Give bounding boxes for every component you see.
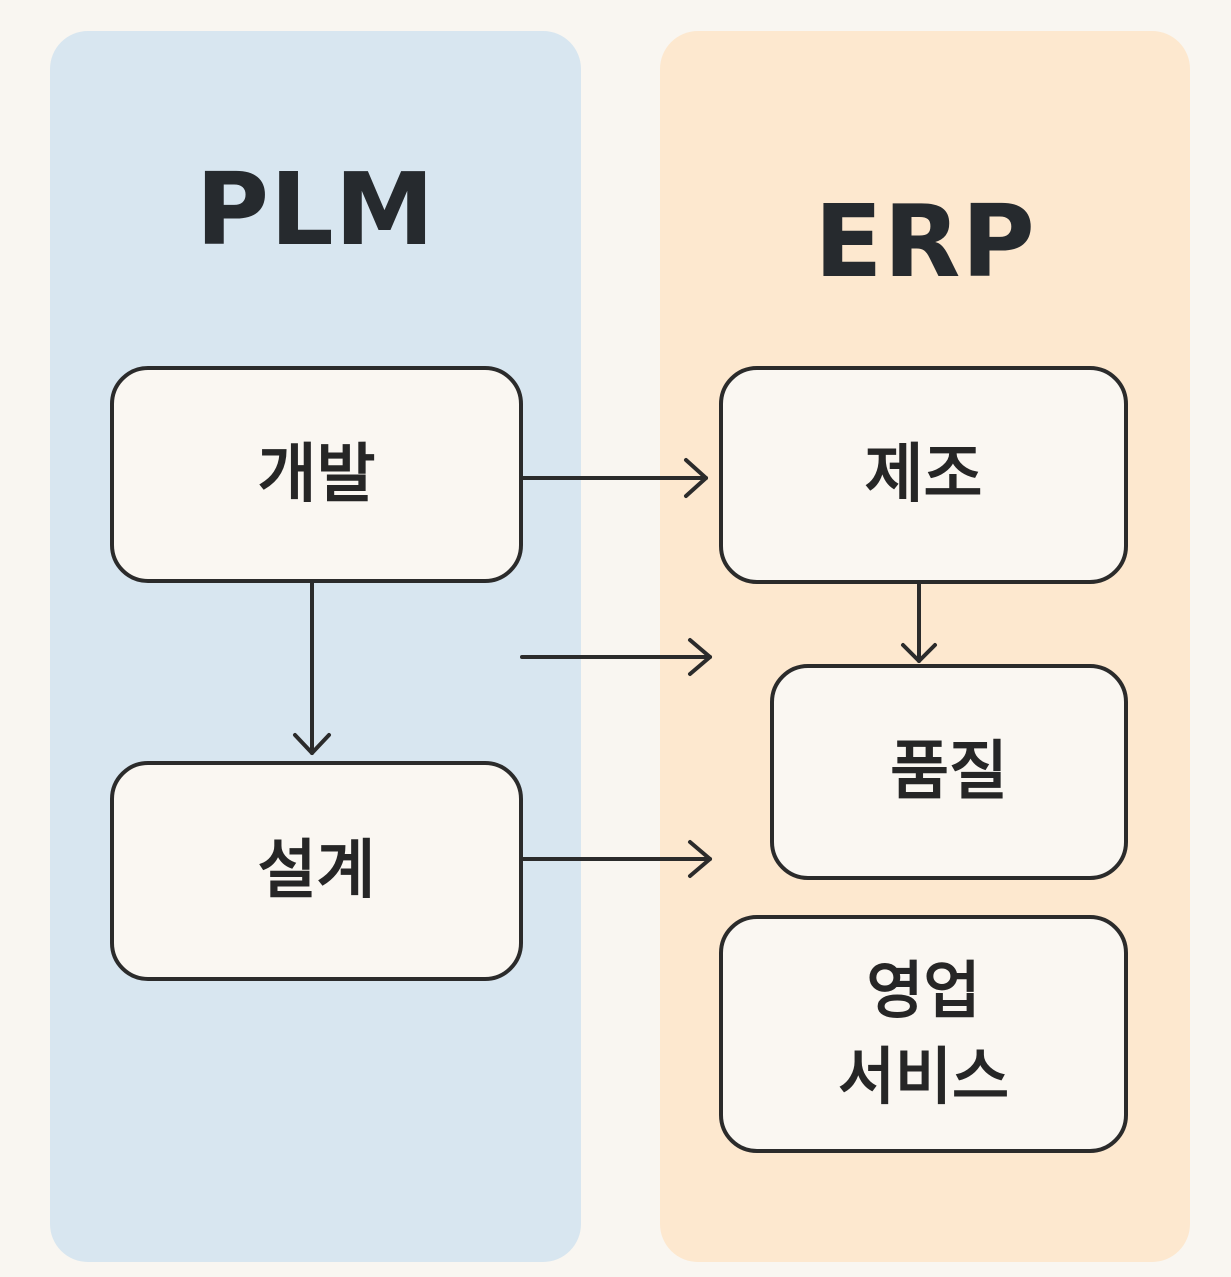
quality-box[interactable]: 품질 <box>770 664 1128 880</box>
development-label: 개발 <box>257 437 376 512</box>
design-label: 설계 <box>257 834 376 908</box>
manufacturing-box[interactable]: 제조 <box>719 366 1128 584</box>
design-box[interactable]: 설계 <box>110 761 523 981</box>
quality-label: 품질 <box>890 735 1008 809</box>
erp-title: ERP <box>814 183 1036 300</box>
sales-service-label: 영업 서비스 <box>837 954 1010 1113</box>
manufacturing-label: 제조 <box>864 438 983 512</box>
plm-panel <box>50 31 581 1262</box>
plm-title: PLM <box>195 151 436 268</box>
development-box[interactable]: 개발 <box>110 366 523 583</box>
sales-service-box[interactable]: 영업 서비스 <box>719 915 1128 1153</box>
